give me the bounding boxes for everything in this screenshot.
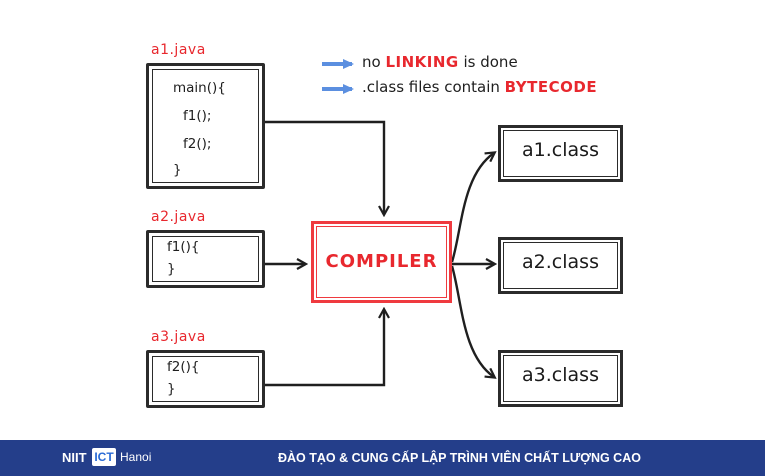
code-line: } (173, 162, 182, 178)
code-line: } (167, 381, 176, 397)
output-label: a2.class (522, 251, 599, 273)
legend-text: is done (458, 53, 518, 71)
compiler-label: COMPILER (325, 251, 438, 272)
arrow-a3-to-compiler (265, 310, 384, 387)
output-box-a1-class: a1.class (498, 125, 623, 182)
source-label-a1: a1.java (151, 42, 206, 58)
arrow-a1-to-compiler (265, 120, 384, 214)
source-label-a3: a3.java (151, 329, 206, 345)
code-line: f2(){ (167, 359, 200, 375)
code-line: f1(); (183, 108, 212, 124)
legend-item-linking: no LINKING is done (362, 53, 518, 71)
source-box-a2: f1(){ } (146, 230, 265, 288)
arrow-compiler-to-a3-class (450, 265, 494, 377)
output-label: a3.class (522, 364, 599, 386)
logo-text: NIIT (62, 450, 87, 465)
code-line: main(){ (173, 80, 226, 96)
arrow-compiler-to-a1-class (450, 153, 494, 263)
source-box-a1: main(){ f1(); f2(); } (146, 63, 265, 189)
slogan: ĐÀO TẠO & CUNG CẤP LẬP TRÌNH VIÊN CHẤT L… (278, 451, 641, 465)
compiler-box: COMPILER (311, 221, 452, 303)
source-box-a3: f2(){ } (146, 350, 265, 408)
code-line: f1(){ (167, 239, 200, 255)
source-label-a2: a2.java (151, 209, 206, 225)
legend-highlight: LINKING (385, 53, 459, 71)
logo-badge-icon: ICT (92, 448, 116, 466)
legend-text: no (362, 53, 386, 71)
logo-badge-text: ICT (94, 450, 114, 464)
legend-item-bytecode: .class files contain BYTECODE (362, 78, 597, 96)
code-line: } (167, 261, 176, 277)
output-label: a1.class (522, 139, 599, 161)
output-box-a2-class: a2.class (498, 237, 623, 294)
diagram: no LINKING is done .class files contain … (146, 42, 765, 408)
logo-city: Hanoi (120, 450, 152, 464)
footer-banner: NIIT ICT Hanoi ĐÀO TẠO & CUNG CẤP LẬP TR… (0, 440, 765, 476)
output-box-a3-class: a3.class (498, 350, 623, 407)
legend-text: .class files contain (362, 78, 505, 96)
connector-layer (265, 59, 765, 387)
code-line: f2(); (183, 136, 212, 152)
legend-highlight: BYTECODE (504, 78, 598, 96)
